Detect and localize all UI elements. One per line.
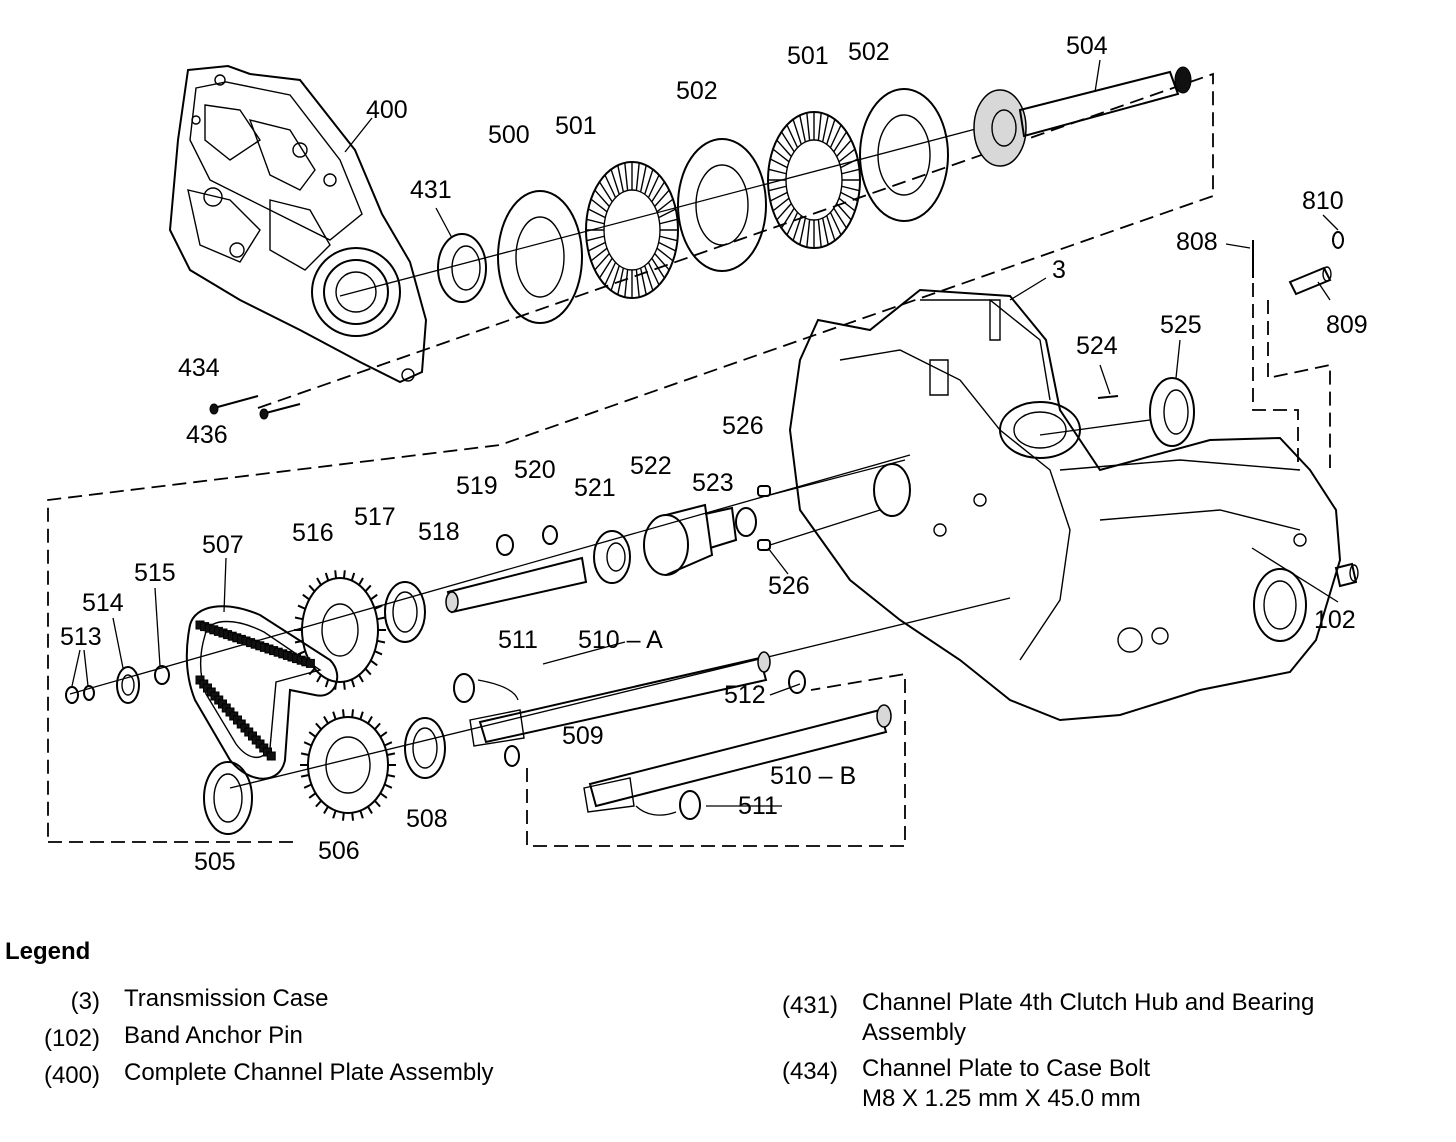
part-525-seal bbox=[1149, 377, 1195, 447]
callout-526-upper: 526 bbox=[722, 412, 764, 440]
callout-3: 3 bbox=[1052, 256, 1066, 284]
callout-504: 504 bbox=[1066, 32, 1108, 60]
part-507-drive-chain bbox=[185, 605, 339, 780]
part-514-bearing bbox=[116, 666, 140, 704]
callout-518: 518 bbox=[418, 518, 460, 546]
part-809-shaft bbox=[1288, 266, 1332, 296]
callout-510-a: 510 – A bbox=[578, 626, 663, 654]
legend-item-number: (434) bbox=[781, 1058, 838, 1085]
part-509-seal bbox=[504, 745, 520, 767]
part-506-driven-sprocket bbox=[300, 709, 396, 821]
callout-102: 102 bbox=[1314, 606, 1356, 634]
part-502-steel-plate bbox=[677, 138, 767, 272]
callout-510-b: 510 – B bbox=[770, 762, 856, 790]
callout-506: 506 bbox=[318, 837, 360, 865]
callout-508: 508 bbox=[406, 805, 448, 833]
callout-808: 808 bbox=[1176, 228, 1218, 256]
callout-502-upper: 502 bbox=[848, 38, 890, 66]
dashed-assembly-outline bbox=[47, 72, 1331, 847]
part-520-ring bbox=[542, 525, 558, 545]
axis-lines bbox=[69, 119, 1151, 789]
legend-item-text: Complete Channel Plate Assembly bbox=[124, 1059, 494, 1086]
part-510b-axle-shaft bbox=[583, 704, 892, 813]
callout-515: 515 bbox=[134, 559, 176, 587]
callout-511-upper: 511 bbox=[498, 626, 538, 654]
callout-524: 524 bbox=[1076, 332, 1118, 360]
part-519-ring bbox=[496, 534, 514, 556]
part-102-anchor-pin bbox=[1334, 562, 1359, 588]
legend: Legend (3) Transmission Case (102) Band … bbox=[0, 930, 1456, 1142]
legend-item-text: Channel Plate 4th Clutch Hub and Bearing… bbox=[862, 989, 1315, 1046]
callout-509: 509 bbox=[562, 722, 604, 750]
part-526-pin-lower bbox=[757, 539, 771, 551]
part-513-rings bbox=[65, 685, 95, 704]
callout-431: 431 bbox=[410, 176, 452, 204]
part-810-clip bbox=[1332, 231, 1344, 249]
callout-522: 522 bbox=[630, 452, 672, 480]
legend-item-number: (431) bbox=[781, 992, 838, 1019]
part-524-pin bbox=[1097, 395, 1119, 399]
part-523-bushing bbox=[735, 507, 757, 537]
callout-505: 505 bbox=[194, 848, 236, 876]
callout-526-lower: 526 bbox=[768, 572, 810, 600]
legend-item-text: Transmission Case bbox=[124, 985, 329, 1012]
part-517-washer bbox=[384, 581, 426, 643]
legend-item-number: (3) bbox=[70, 988, 100, 1015]
callout-labels: 400 431 500 501 502 501 502 504 434 436 … bbox=[60, 32, 1368, 876]
transmission-case bbox=[788, 288, 1342, 722]
callout-400: 400 bbox=[366, 96, 408, 124]
callout-520: 520 bbox=[514, 456, 556, 484]
callout-517: 517 bbox=[354, 503, 396, 531]
leader-lines bbox=[71, 59, 1339, 807]
legend-item-number: (400) bbox=[43, 1062, 100, 1089]
part-508-washer bbox=[404, 717, 446, 779]
exploded-transmission-diagram: 400 431 500 501 502 501 502 504 434 436 … bbox=[47, 32, 1368, 876]
callout-513: 513 bbox=[60, 623, 102, 651]
callout-501: 501 bbox=[555, 112, 597, 140]
part-511-bearing-a bbox=[453, 673, 519, 703]
part-434-436-bolts bbox=[209, 395, 301, 420]
part-522-gear bbox=[643, 503, 738, 576]
part-526-pin-upper bbox=[757, 485, 771, 497]
legend-item-number: (102) bbox=[43, 1025, 100, 1052]
callout-514: 514 bbox=[82, 589, 124, 617]
part-518-shaft bbox=[445, 556, 588, 614]
part-516-drive-sprocket bbox=[294, 570, 386, 690]
part-510a-axle-shaft bbox=[469, 651, 771, 747]
callout-516: 516 bbox=[292, 519, 334, 547]
callout-434: 434 bbox=[178, 354, 220, 382]
callout-525: 525 bbox=[1160, 311, 1202, 339]
part-505-washer bbox=[203, 761, 253, 835]
legend-item-text: Channel Plate to Case Bolt M8 X 1.25 mm … bbox=[862, 1055, 1151, 1112]
part-502-steel-plate-2 bbox=[859, 88, 949, 222]
part-501-clutch-disc bbox=[585, 161, 679, 299]
part-515-ring bbox=[154, 665, 170, 685]
callout-521: 521 bbox=[574, 474, 616, 502]
callout-436: 436 bbox=[186, 421, 228, 449]
part-521-bearing bbox=[593, 530, 631, 584]
part-501-clutch-disc-2 bbox=[767, 111, 861, 249]
legend-item-text: Band Anchor Pin bbox=[124, 1022, 303, 1049]
callout-500: 500 bbox=[488, 121, 530, 149]
callout-511-lower: 511 bbox=[738, 792, 778, 820]
legend-title: Legend bbox=[5, 938, 91, 965]
callout-501-upper: 501 bbox=[787, 42, 829, 70]
callout-502: 502 bbox=[676, 77, 718, 105]
part-504-shaft bbox=[973, 66, 1192, 167]
part-511-bearing-b bbox=[635, 790, 701, 820]
callout-507: 507 bbox=[202, 531, 244, 559]
callout-810: 810 bbox=[1302, 187, 1344, 215]
callout-519: 519 bbox=[456, 472, 498, 500]
part-512-seal bbox=[788, 670, 806, 694]
callout-809: 809 bbox=[1326, 311, 1368, 339]
part-500-plate bbox=[497, 190, 583, 324]
part-431-hub bbox=[437, 233, 487, 303]
channel-plate-assembly bbox=[168, 64, 428, 384]
callout-512: 512 bbox=[724, 681, 766, 709]
callout-523: 523 bbox=[692, 469, 734, 497]
